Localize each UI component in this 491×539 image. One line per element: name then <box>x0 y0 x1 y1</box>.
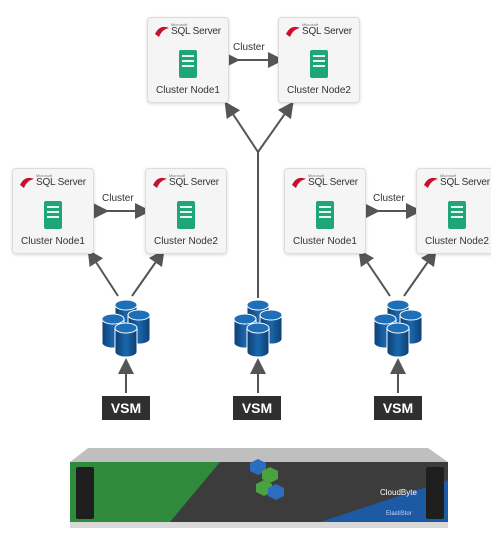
vsm-box-3: VSM <box>374 396 422 420</box>
sql-brand: SQL Server <box>308 177 358 188</box>
right-node1-card: Microsoft SQL Server Cluster Node1 <box>284 168 366 254</box>
node-label: Cluster Node1 <box>156 85 220 96</box>
sql-brand-small: Microsoft <box>440 173 457 178</box>
left-node1-card: Microsoft SQL Server Cluster Node1 <box>12 168 94 254</box>
sql-brand-small: Microsoft <box>302 22 319 27</box>
vsm-box-2: VSM <box>233 396 281 420</box>
server-icon <box>448 201 466 229</box>
sql-server-logo: Microsoft SQL Server <box>291 173 361 191</box>
appliance-brand: CloudByte <box>380 488 417 497</box>
sql-server-logo: Microsoft SQL Server <box>152 173 222 191</box>
sql-brand-small: Microsoft <box>308 173 325 178</box>
center-branch-right <box>257 101 294 153</box>
sql-brand-small: Microsoft <box>171 22 188 27</box>
node-label: Cluster Node2 <box>154 236 218 247</box>
top-cluster-label: Cluster <box>233 42 265 53</box>
sql-brand: SQL Server <box>169 177 219 188</box>
disk-icon <box>386 322 410 358</box>
sql-server-logo: Microsoft SQL Server <box>154 22 224 40</box>
left-node2-card: Microsoft SQL Server Cluster Node2 <box>145 168 227 254</box>
sql-brand: SQL Server <box>171 26 221 37</box>
sql-server-logo-icon <box>286 26 300 37</box>
sql-server-logo-icon <box>424 177 438 188</box>
right-branch-2 <box>403 249 437 297</box>
disk-stack-1 <box>101 299 151 358</box>
sql-brand-small: Microsoft <box>36 173 53 178</box>
appliance-tagline: ElastiStor <box>386 511 412 517</box>
vsm-box-1: VSM <box>102 396 150 420</box>
server-icon <box>310 50 328 78</box>
left-cluster-label: Cluster <box>102 193 134 204</box>
connector-lines <box>87 52 437 393</box>
right-branch-1 <box>358 249 391 297</box>
sql-server-logo: Microsoft SQL Server <box>423 173 491 191</box>
disk-stack-2 <box>233 299 283 358</box>
right-cluster-label: Cluster <box>373 193 405 204</box>
sql-server-logo: Microsoft SQL Server <box>285 22 355 40</box>
server-icon <box>316 201 334 229</box>
node-label: Cluster Node2 <box>287 85 351 96</box>
disk-stack-3 <box>373 299 423 358</box>
top-node2-card: Microsoft SQL Server Cluster Node2 <box>278 17 360 103</box>
top-node1-card: Microsoft SQL Server Cluster Node1 <box>147 17 229 103</box>
node-label: Cluster Node1 <box>21 236 85 247</box>
sql-brand: SQL Server <box>36 177 86 188</box>
sql-server-logo-icon <box>153 177 167 188</box>
storage-appliance: CloudByte ElastiStor <box>70 448 448 528</box>
hexagon-logo-icon <box>250 459 284 500</box>
disk-stacks <box>101 299 423 358</box>
sql-server-logo-icon <box>292 177 306 188</box>
sql-brand: SQL Server <box>440 177 490 188</box>
sql-server-logo: Microsoft SQL Server <box>19 173 89 191</box>
sql-brand-small: Microsoft <box>169 173 186 178</box>
sql-server-logo-icon <box>155 26 169 37</box>
disk-icon <box>114 322 138 358</box>
node-label: Cluster Node2 <box>425 236 489 247</box>
server-icon <box>44 201 62 229</box>
left-branch-1 <box>87 249 119 297</box>
disk-icon <box>246 322 270 358</box>
sql-brand: SQL Server <box>302 26 352 37</box>
node-label: Cluster Node1 <box>293 236 357 247</box>
left-branch-2 <box>131 249 165 297</box>
server-icon <box>179 50 197 78</box>
sql-server-logo-icon <box>20 177 34 188</box>
right-node2-card: Microsoft SQL Server Cluster Node2 <box>416 168 491 254</box>
center-branch-left <box>224 101 259 153</box>
server-icon <box>177 201 195 229</box>
disk-icon <box>259 309 283 345</box>
